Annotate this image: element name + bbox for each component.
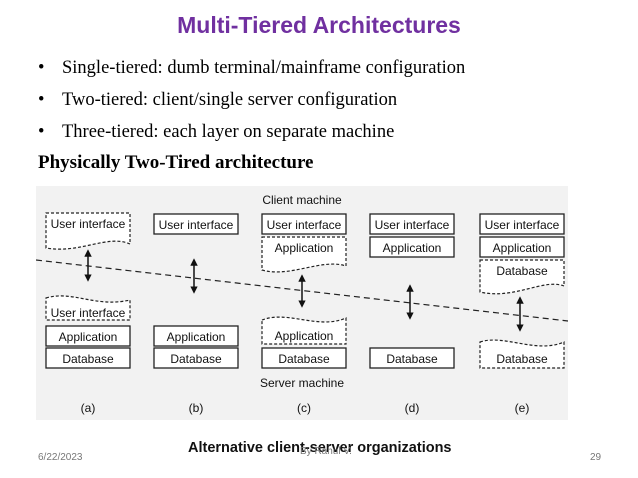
- box-label: Database: [386, 352, 438, 366]
- user-interface-box: [153, 213, 239, 235]
- footer-page-number: 29: [590, 452, 602, 463]
- box-label: Database: [496, 352, 548, 366]
- box-label: Application: [275, 329, 334, 343]
- bullet-icon: •: [38, 90, 45, 110]
- application-box: [45, 325, 131, 347]
- database-box: [369, 347, 455, 369]
- slide-title: Multi-Tiered Architectures: [177, 12, 461, 38]
- panel-label: (d): [405, 401, 420, 415]
- box-label: Database: [170, 352, 222, 366]
- panel-label: (c): [297, 401, 311, 415]
- ui-fragment-client-a: [45, 212, 131, 250]
- user-interface-box: [261, 213, 347, 235]
- footer-author: By Rahul V.: [300, 446, 352, 457]
- database-box: [153, 347, 239, 369]
- bullet-icon: •: [38, 58, 45, 78]
- box-label: Application: [493, 241, 552, 255]
- panel-label: (e): [515, 401, 530, 415]
- server-machine-label: Server machine: [260, 376, 344, 390]
- box-label: Application: [59, 330, 118, 344]
- panel-label: (b): [189, 401, 204, 415]
- box-label: Database: [496, 264, 548, 278]
- bullet-item: •Three-tiered: each layer on separate ma…: [38, 118, 465, 150]
- box-label: Application: [167, 330, 226, 344]
- box-label: User interface: [267, 218, 342, 232]
- app-fragment-server-c: [261, 316, 347, 345]
- box-label: User interface: [375, 218, 450, 232]
- bullet-icon: •: [38, 122, 45, 142]
- box-label: User interface: [51, 306, 126, 320]
- box-label: User interface: [51, 217, 126, 231]
- box-label: Database: [278, 352, 330, 366]
- box-label: User interface: [159, 218, 234, 232]
- database-box: [45, 347, 131, 369]
- application-box: [153, 325, 239, 347]
- ui-fragment-server-a: [45, 295, 131, 321]
- panel-label: (a): [81, 401, 96, 415]
- bullet-item: •Two-tiered: client/single server config…: [38, 86, 465, 118]
- box-label: User interface: [485, 218, 560, 232]
- box-label: Application: [275, 241, 334, 255]
- subheading: Physically Two-Tired architecture: [38, 152, 314, 173]
- bullet-list: •Single-tiered: dumb terminal/mainframe …: [38, 54, 465, 150]
- figure-caption: Alternative client-server organizations: [188, 440, 452, 456]
- user-interface-box: [479, 213, 565, 235]
- db-fragment-client-e: [479, 259, 565, 295]
- footer-date: 6/22/2023: [38, 452, 83, 463]
- diagram-canvas: Client machine Server machine User inter…: [36, 193, 568, 415]
- architecture-diagram: Client machine Server machine User inter…: [36, 186, 568, 420]
- user-interface-box: [369, 213, 455, 235]
- db-fragment-server-e: [479, 339, 565, 369]
- box-label: Database: [62, 352, 114, 366]
- application-box: [369, 236, 455, 258]
- database-box: [261, 347, 347, 369]
- bullet-item: •Single-tiered: dumb terminal/mainframe …: [38, 54, 465, 86]
- box-label: Application: [383, 241, 442, 255]
- application-box: [479, 236, 565, 258]
- app-fragment-client-c: [261, 236, 347, 273]
- client-machine-label: Client machine: [262, 193, 342, 207]
